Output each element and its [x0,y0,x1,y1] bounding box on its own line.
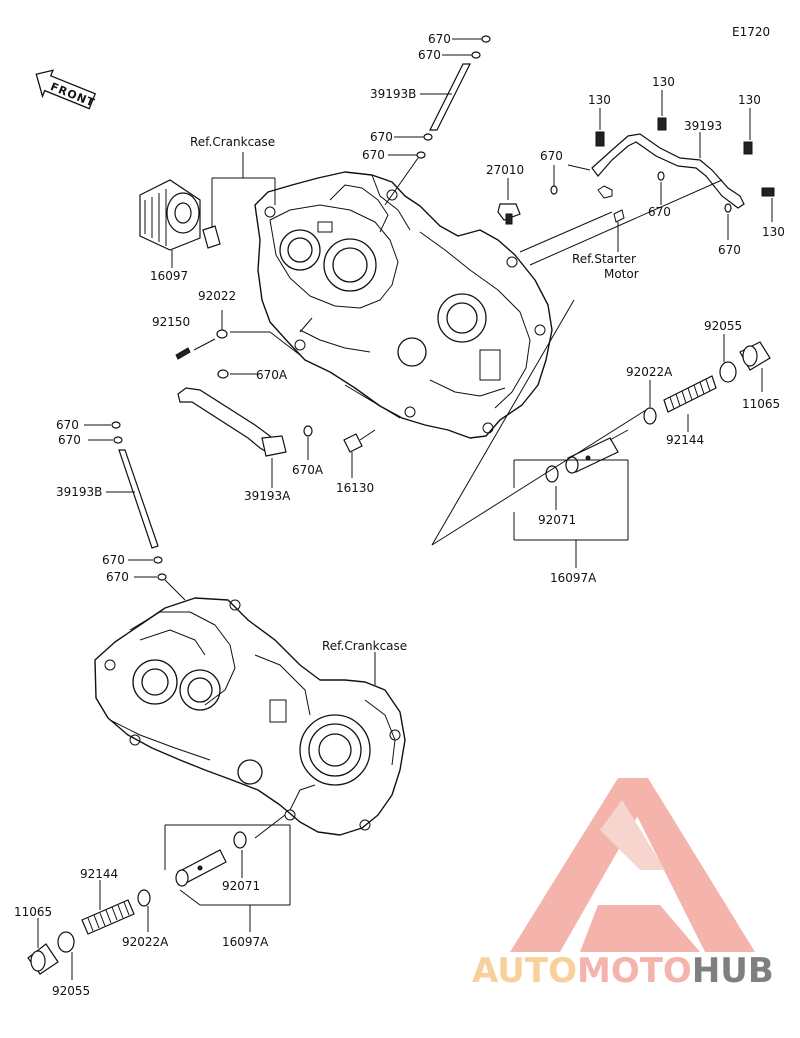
o-ring-670A-lower [303,425,313,437]
bolt-130 [595,131,605,147]
label-670: 670 [370,130,393,144]
label-39193: 39193 [684,119,722,133]
left-tube-assembly [84,421,186,601]
o-ring-670 [481,35,491,43]
label-16097A: 16097A [550,571,597,585]
label-670: 670 [418,48,441,62]
ref-starter-motor: Ref.Starter [572,252,636,266]
pipe-39193 [591,133,745,209]
label-92071: 92071 [538,513,576,527]
valve-16097A-bottom [175,849,227,887]
o-ring-670 [153,556,163,564]
o-ring-670 [657,171,665,181]
label-16097A: 16097A [222,935,269,949]
o-ring-670 [471,51,481,59]
label-130: 130 [588,93,611,107]
valve-16097A [565,429,629,474]
bolt-130 [761,187,775,197]
upper-crankcase [254,171,553,439]
oil-filter-16097 [139,179,201,268]
tube-39193B-left [118,449,159,549]
label-92055: 92055 [52,984,90,998]
filter-nipple [202,225,221,249]
o-ring-670 [724,203,732,213]
pressure-relief-assembly-bottom [27,814,291,980]
o-ring-92055 [719,361,737,383]
label-670: 670 [362,148,385,162]
label-130: 130 [738,93,761,107]
label-11065: 11065 [14,905,52,919]
washer-92022A [643,407,657,425]
label-92144: 92144 [80,867,118,881]
bolt-130 [743,141,753,155]
automotohub-watermark: AUTOMOTOHUB [472,778,774,991]
washer-92022A-bottom [137,889,151,907]
label-92022A: 92022A [626,365,673,379]
o-ring-92071 [545,465,559,483]
o-ring-670 [423,133,433,141]
spring-92144-bottom [81,899,135,935]
label-670A: 670A [256,368,288,382]
label-670: 670 [718,243,741,257]
label-39193B: 39193B [56,485,102,499]
label-92022A: 92022A [122,935,169,949]
o-ring-670 [416,151,426,159]
label-92144: 92144 [666,433,704,447]
diagram-code: E1720 [732,25,770,39]
label-16130: 16130 [336,481,374,495]
oil-line-assembly [175,310,401,488]
label-92022: 92022 [198,289,236,303]
label-670: 670 [106,570,129,584]
o-ring-670 [111,421,121,429]
bolt-92150 [175,347,191,360]
label-130: 130 [652,75,675,89]
label-670A: 670A [292,463,324,477]
o-ring-92071-bottom [233,831,247,849]
label-670: 670 [102,553,125,567]
callout-labels: 670 670 39193B 670 670 27010 130 130 130… [14,32,785,998]
front-arrow-icon: FRONT [35,69,97,110]
watermark-triangle-logo [510,778,755,952]
label-670: 670 [648,205,671,219]
label-27010: 27010 [486,163,524,177]
label-92150: 92150 [152,315,190,329]
label-670: 670 [58,433,81,447]
tube-39193B [429,63,471,131]
pipe-39193-assembly [519,90,775,266]
washer-92022 [216,329,228,339]
ref-crankcase-top-bracket [211,152,276,228]
o-ring-670 [157,573,167,581]
label-92071: 92071 [222,879,260,893]
lower-crankcase [94,597,406,836]
o-ring-92055-bottom [57,931,75,953]
label-670: 670 [428,32,451,46]
label-39193B: 39193B [370,87,416,101]
label-16097: 16097 [150,269,188,283]
watermark-text-auto: AUTOMOTOHUB [472,951,774,991]
label-11065: 11065 [742,397,780,411]
label-130: 130 [762,225,785,239]
ref-starter-motor-line2: Motor [604,267,639,281]
pressure-relief-assembly-top [431,299,771,568]
bolt-130 [657,117,667,131]
label-670: 670 [540,149,563,163]
o-ring-670 [113,436,123,444]
spring-92144 [663,375,717,413]
label-670: 670 [56,418,79,432]
top-tube-assembly [384,35,491,206]
fitting-16130 [343,433,363,453]
label-39193A: 39193A [244,489,291,503]
ref-crankcase-top: Ref.Crankcase [190,135,275,149]
ref-crankcase-bottom: Ref.Crankcase [322,639,407,653]
label-92055: 92055 [704,319,742,333]
o-ring-670A [217,369,229,379]
sensor-27010 [497,178,521,225]
o-ring-670 [550,185,558,195]
